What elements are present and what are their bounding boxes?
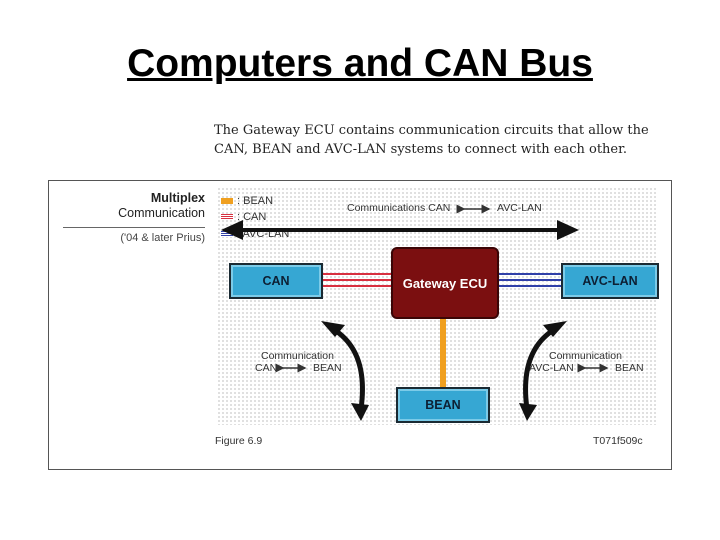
- connection-lines: [221, 204, 609, 421]
- top-arrow-left-head: [221, 220, 243, 240]
- avc-lan-node: AVC-LAN: [561, 263, 659, 299]
- legend-swatch-bean: [221, 198, 233, 204]
- top-arrow-label-right: AVC-LAN: [497, 202, 542, 214]
- multiplex-title: Multiplex: [150, 191, 205, 205]
- can-node: CAN: [229, 263, 323, 299]
- right-curved-arrow-head-top: [543, 321, 567, 337]
- figure-code: T071f509c: [593, 435, 643, 447]
- multiplex-title-2: Communication: [118, 206, 205, 220]
- left-curved-arrow: [331, 326, 365, 410]
- right-comm-from: AVC-LAN: [529, 362, 574, 374]
- caption-line-1: The Gateway ECU contains communication c…: [214, 123, 649, 138]
- legend-swatch-can: [221, 214, 233, 220]
- left-comm-title: Communication: [261, 350, 334, 362]
- slide-title: Computers and CAN Bus: [127, 42, 593, 85]
- left-curved-arrow-head-top: [321, 321, 345, 337]
- multiplex-subtitle: ('04 & later Prius): [120, 232, 205, 244]
- legend-label-can: : CAN: [237, 211, 267, 223]
- legend-label-bean: : BEAN: [237, 195, 274, 207]
- bean-node: BEAN: [396, 387, 490, 423]
- left-curved-arrow-head-bottom: [351, 403, 369, 421]
- gateway-ecu-node: Gateway ECU: [391, 247, 499, 319]
- figure-number: Figure 6.9: [215, 435, 263, 447]
- right-curved-arrow-head-bottom: [519, 403, 537, 421]
- figure-caption: The Gateway ECU contains communication c…: [214, 121, 654, 159]
- right-comm-to: BEAN: [615, 362, 644, 374]
- left-comm-to: BEAN: [313, 362, 342, 374]
- legend-swatch-avc-lan: [221, 231, 233, 237]
- top-arrow-label-left: Communications CAN: [347, 202, 451, 214]
- left-comm-from: CAN: [255, 362, 278, 374]
- right-comm-title: Communication: [549, 350, 622, 362]
- multiplex-rule: [63, 227, 205, 228]
- caption-line-2: CAN, BEAN and AVC-LAN systems to connect…: [214, 142, 628, 157]
- network-diagram: Multiplex Communication ('04 & later Pri…: [48, 180, 672, 470]
- right-curved-arrow: [523, 326, 557, 410]
- top-arrow-right-head: [557, 220, 579, 240]
